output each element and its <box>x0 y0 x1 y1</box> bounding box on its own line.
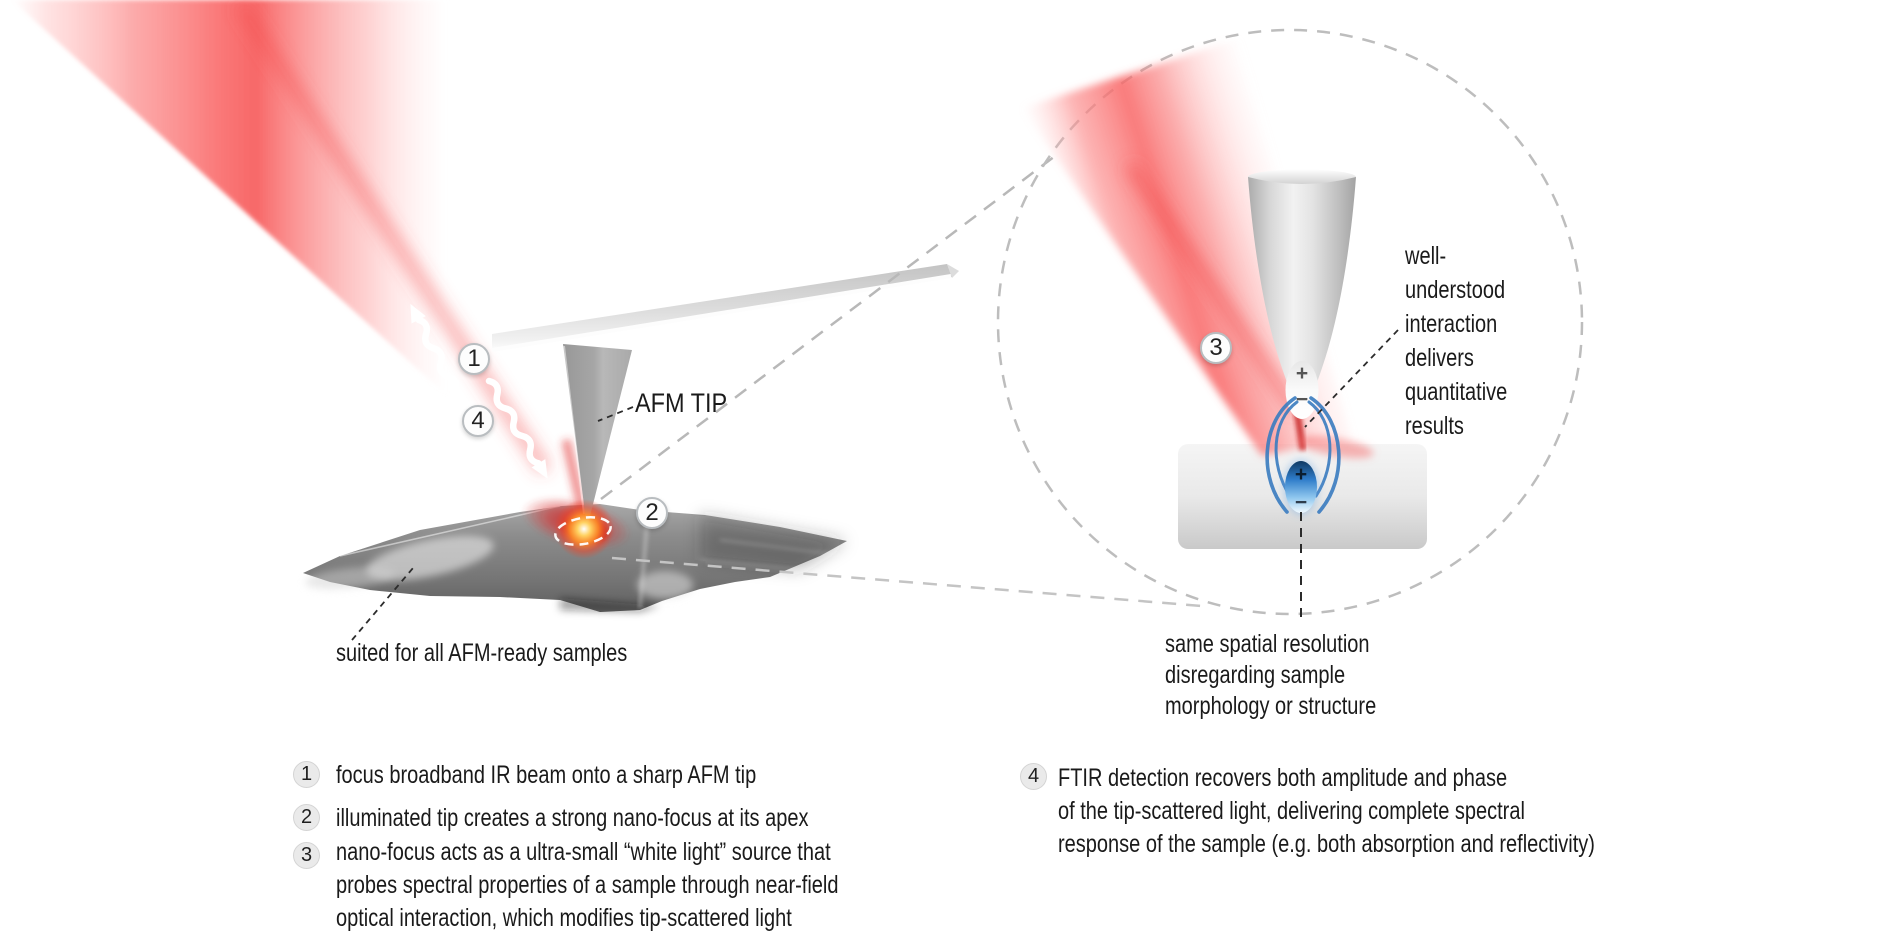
suited-caption: suited for all AFM-ready samples <box>336 639 628 667</box>
legend-circle-4: 4 <box>1020 763 1047 790</box>
legend-circle-2: 2 <box>293 804 320 831</box>
legend-num-3: 3 <box>300 844 313 866</box>
afm-tip-cone <box>563 344 632 528</box>
marker-1-number: 1 <box>467 345 481 372</box>
tip-apex-zoom <box>1248 169 1356 419</box>
legend-num-4: 4 <box>1027 765 1040 787</box>
marker-3-interaction: 3 <box>1200 332 1232 364</box>
well-caption-connector <box>1304 329 1399 428</box>
afm-tip-label-wrap: AFM TIP <box>635 388 741 419</box>
afm-tip-label: AFM TIP <box>635 388 728 418</box>
same-caption-wrap: same spatial resolution disregarding sam… <box>1165 629 1429 722</box>
legend-num-2: 2 <box>300 806 313 828</box>
ir-beam-zoom-core <box>1124 161 1302 416</box>
sample-plus-charge: + <box>1294 463 1308 486</box>
incident-light-arrow <box>485 377 548 479</box>
magnifier-line-top <box>600 152 1060 500</box>
sample-minus-charge: − <box>1294 491 1308 514</box>
ir-beam <box>12 0 588 524</box>
well-caption: well- understood interaction delivers qu… <box>1405 242 1508 440</box>
marker-1-beam: 1 <box>458 343 490 375</box>
magnifier-line-bottom <box>611 556 1203 608</box>
legend-text-3: nano-focus acts as a ultra-small “white … <box>336 838 839 932</box>
same-caption: same spatial resolution disregarding sam… <box>1165 630 1377 720</box>
legend-text-4: FTIR detection recovers both amplitude a… <box>1058 764 1595 858</box>
legend-item-1: focus broadband IR beam onto a sharp AFM… <box>336 759 861 792</box>
legend-item-3: nano-focus acts as a ultra-small “white … <box>336 836 964 935</box>
tip-minus-charge: − <box>1295 388 1309 411</box>
marker-4-number: 4 <box>471 407 485 434</box>
ir-beam-core <box>234 1 551 474</box>
marker-2-nanofocus: 2 <box>636 497 668 529</box>
cantilever <box>491 264 959 352</box>
marker-3-number: 3 <box>1209 334 1223 361</box>
beam-spill-right <box>1298 435 1374 459</box>
nano-focus-dashed-ellipse <box>554 516 612 546</box>
legend-text-2: illuminated tip creates a strong nano-fo… <box>336 804 809 832</box>
suited-caption-connector <box>351 567 414 641</box>
near-field-lines <box>1265 396 1341 514</box>
legend-circle-3: 3 <box>293 842 320 869</box>
marker-4-detection: 4 <box>462 405 494 437</box>
suited-caption-wrap: suited for all AFM-ready samples <box>336 637 700 670</box>
marker-2-number: 2 <box>645 499 659 526</box>
legend-item-4: FTIR detection recovers both amplitude a… <box>1058 762 1729 861</box>
legend-num-1: 1 <box>300 763 313 785</box>
sample-dipole <box>1283 459 1319 515</box>
legend-text-1: focus broadband IR beam onto a sharp AFM… <box>336 761 757 789</box>
legend-circle-1: 1 <box>293 761 320 788</box>
tip-plus-charge: + <box>1295 362 1309 385</box>
scattered-light-arrow <box>410 303 467 409</box>
legend-item-2: illuminated tip creates a strong nano-fo… <box>336 802 927 835</box>
well-caption-wrap: well- understood interaction delivers qu… <box>1405 239 1533 443</box>
nano-focus-glow <box>554 499 614 559</box>
magnifier-circle <box>996 28 1584 616</box>
